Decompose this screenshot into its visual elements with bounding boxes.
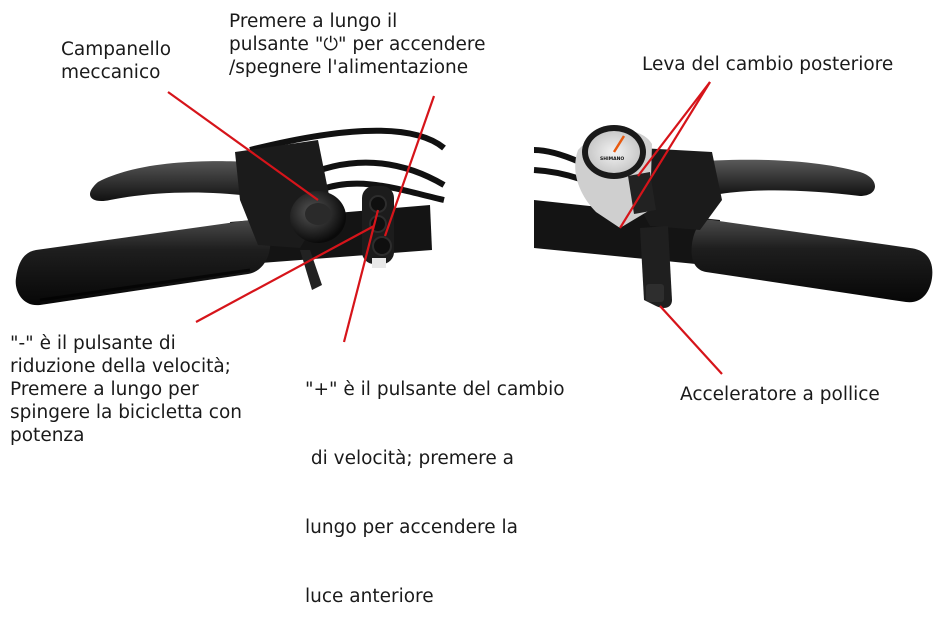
left-brake-lever (89, 158, 282, 202)
label-mechanical-bell: Campanello meccanico (61, 39, 172, 83)
right-handlebar: SHIMANO (533, 125, 933, 308)
label-rear-shift-lever: Leva del cambio posteriore (642, 54, 894, 75)
pointer-lever-b (619, 81, 711, 229)
handlebar-illustration: SHIMANO (15, 81, 933, 375)
right-grip (691, 219, 933, 303)
plus-button (369, 195, 387, 213)
right-brake-lever (690, 159, 875, 196)
left-grip (15, 219, 271, 306)
label-power-button: Premere a lungo il pulsante "⏻" per acce… (229, 11, 486, 78)
pointer-power (383, 95, 436, 237)
power-button (372, 236, 392, 256)
label-minus-button: "-" è il pulsante di riduzione della vel… (10, 333, 243, 446)
pointer-throttle (659, 305, 723, 375)
pointer-bell (167, 91, 319, 201)
left-handlebar (15, 127, 446, 306)
pointer-lever-a (637, 81, 711, 177)
label-thumb-throttle: Acceleratore a pollice (680, 384, 880, 405)
pointer-plus (342, 209, 380, 343)
label-plus-button: "+" è il pulsante del cambio di velocità… (305, 379, 565, 607)
pointer-minus (195, 225, 375, 323)
pointer-lines (167, 81, 723, 375)
display-brand: SHIMANO (600, 156, 624, 162)
